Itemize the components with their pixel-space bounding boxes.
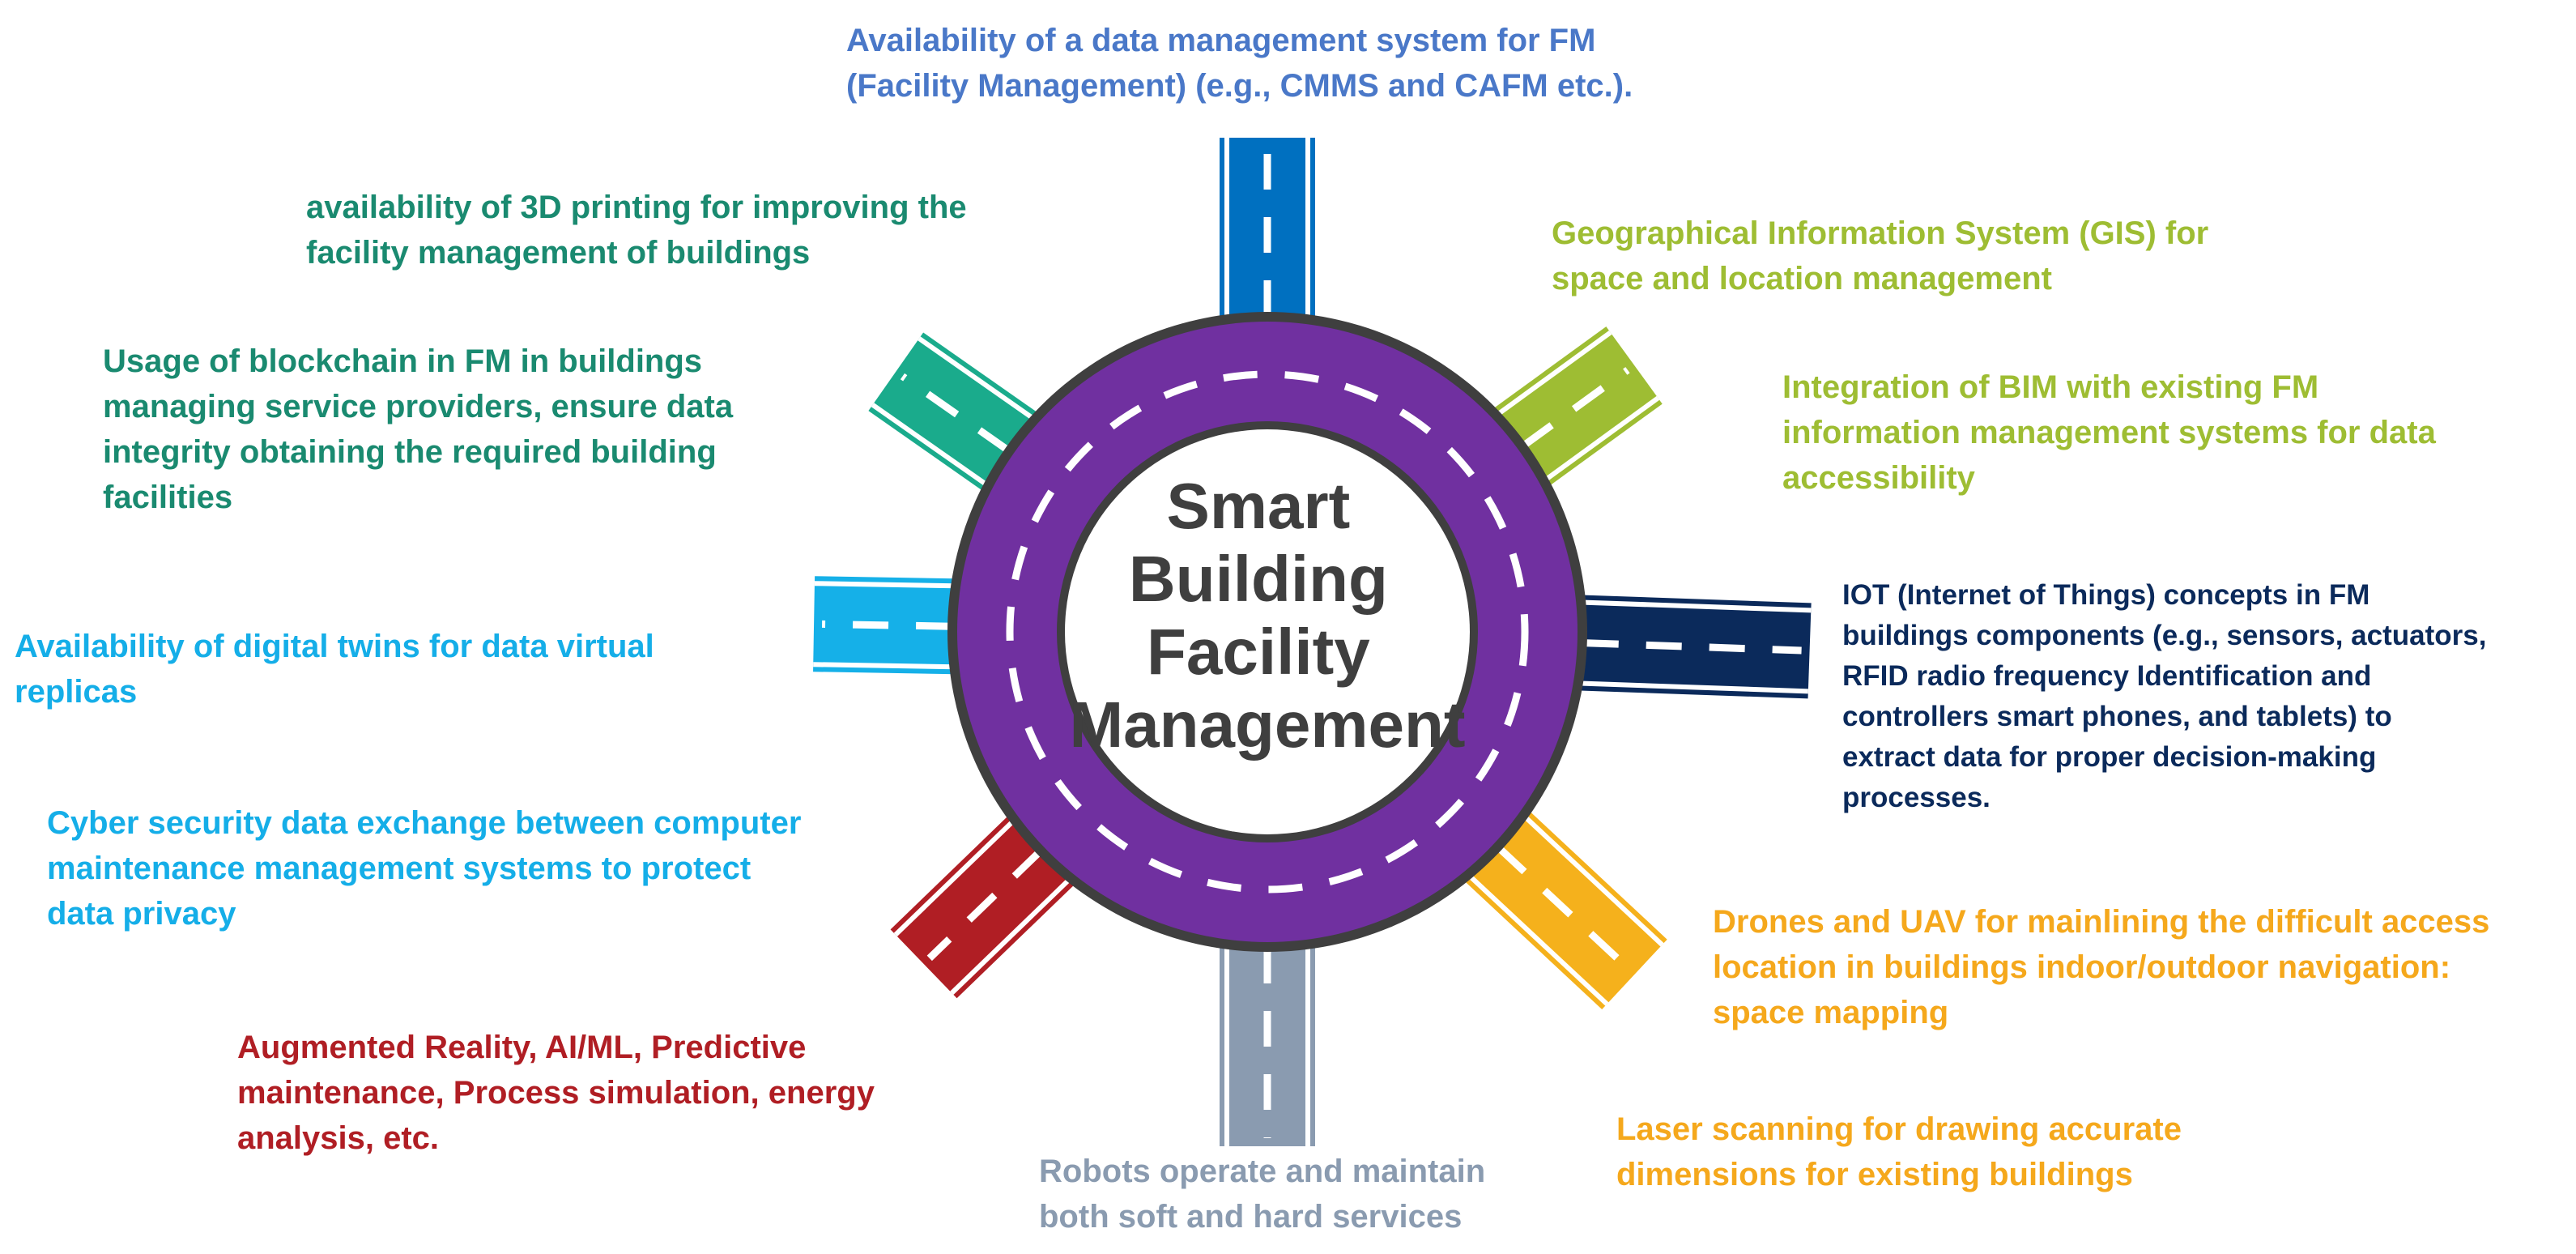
road-center-dashes [900,373,1011,454]
label-line: space and location management [1552,261,2052,296]
center-title-line-4: Management [1070,689,1466,761]
label-3d-printing: availability of 3D printing for improvin… [306,185,967,275]
label-line: IOT (Internet of Things) concepts in FM [1842,579,2370,611]
label-line: buildings components (e.g., sensors, act… [1842,620,2487,651]
roundabout-ring [947,312,1587,952]
label-line: Robots operate and maintain [1039,1154,1486,1189]
label-line: Geographical Information System (GIS) fo… [1552,215,2209,251]
label-line: availability of 3D printing for improvin… [306,190,967,225]
label-line: managing service providers, ensure data [103,389,734,424]
label-gis: Geographical Information System (GIS) fo… [1552,211,2208,301]
label-bim: Integration of BIM with existing FM info… [1782,365,2436,501]
label-cyber-security: Cyber security data exchange between com… [47,800,801,936]
label-line: Integration of BIM with existing FM [1782,369,2319,405]
label-line: analysis, etc. [237,1120,440,1156]
label-line: facilities [103,480,233,515]
label-line: extract data for proper decision-making [1842,741,2377,773]
label-drones: Drones and UAV for mainlining the diffic… [1713,899,2489,1035]
road-center-dashes [822,620,952,630]
label-line: integrity obtaining the required buildin… [103,434,717,470]
label-augmented-reality: Augmented Reality, AI/ML, Predictive mai… [237,1025,875,1161]
label-line: controllers smart phones, and tablets) t… [1842,701,2392,732]
label-robots: Robots operate and maintain both soft an… [1039,1149,1485,1239]
center-title: Smart Building Facility Management [1070,470,1466,761]
label-laser-scanning: Laser scanning for drawing accurate dime… [1616,1107,2182,1197]
label-line: Usage of blockchain in FM in buildings [103,343,703,379]
label-line: maintenance management systems to protec… [47,851,752,886]
center-title-line-1: Smart [1167,470,1351,542]
label-line: Augmented Reality, AI/ML, Predictive [237,1030,807,1065]
center-title-line-3: Facility [1147,616,1370,688]
label-line: Availability of a data management system… [846,23,1596,58]
ring-lane-markings [1006,370,1529,894]
label-line: Laser scanning for drawing accurate [1616,1111,2182,1147]
center-title-line-2: Building [1129,543,1388,615]
label-line: space mapping [1713,995,1949,1030]
label-data-management: Availability of a data management system… [846,18,1633,109]
label-line: location in buildings indoor/outdoor nav… [1713,949,2451,985]
label-line: both soft and hard services [1039,1199,1463,1235]
label-line: processes. [1842,782,1991,813]
label-line: replicas [15,674,138,710]
road-center-dashes [1520,367,1630,450]
label-iot: IOT (Internet of Things) concepts in FM … [1842,575,2486,818]
center-hub [1065,429,1470,834]
label-line: Availability of digital twins for data v… [15,629,654,664]
label-line: information management systems for data [1782,415,2436,450]
label-line: accessibility [1782,460,1975,496]
label-line: dimensions for existing buildings [1616,1157,2133,1192]
label-line: data privacy [47,896,236,932]
label-line: (Facility Management) (e.g., CMMS and CA… [846,68,1633,104]
label-line: facility management of buildings [306,235,811,271]
label-line: RFID radio frequency Identification and [1842,660,2372,692]
label-blockchain: Usage of blockchain in FM in buildings m… [103,339,733,520]
label-line: Cyber security data exchange between com… [47,805,802,841]
label-line: maintenance, Process simulation, energy [237,1075,875,1111]
road-center-dashes [1496,844,1632,972]
label-digital-twins: Availability of digital twins for data v… [15,624,654,714]
label-line: Drones and UAV for mainlining the diffic… [1713,904,2490,940]
road-center-dashes [926,848,1043,962]
